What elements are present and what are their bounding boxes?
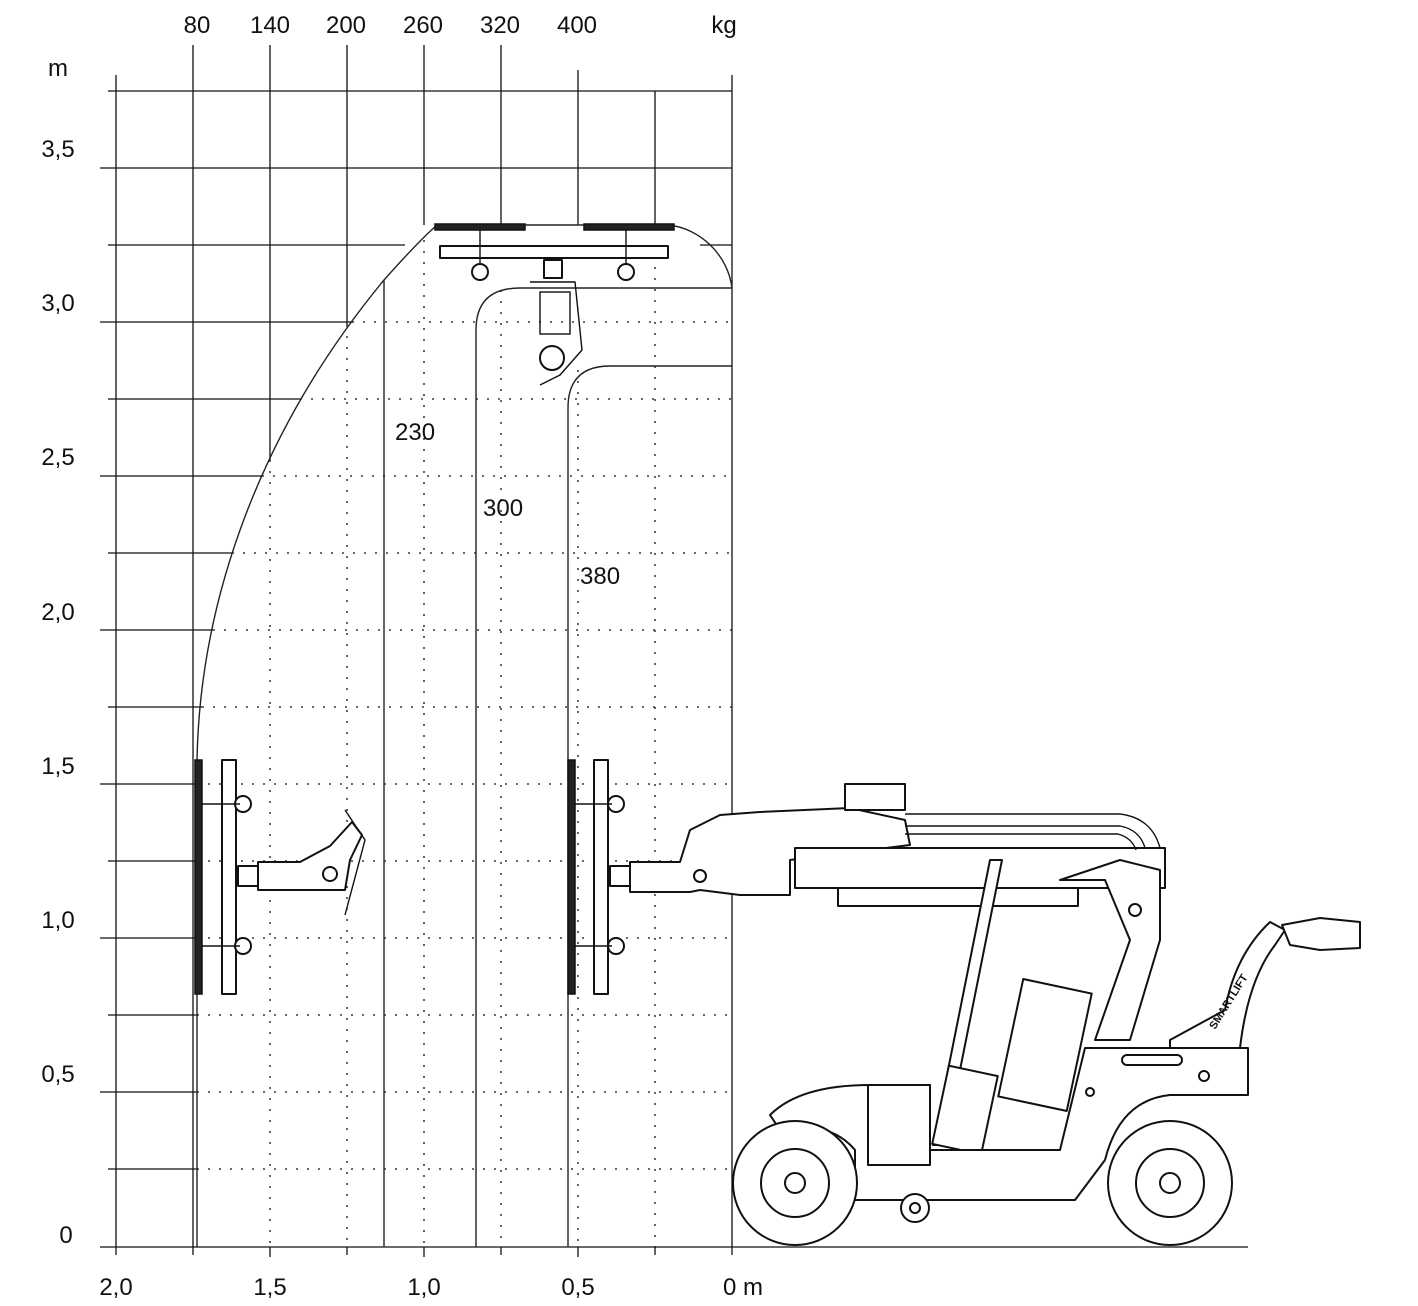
steering-arm — [1169, 921, 1286, 1049]
distance-tick-1-5: 1,5 — [253, 1274, 286, 1301]
arm-bracket — [539, 291, 571, 335]
height-tick-3-0: 3,0 — [41, 290, 74, 317]
suction-pad — [567, 759, 576, 995]
knob-icon — [617, 263, 635, 281]
battery-box — [867, 1084, 931, 1166]
suction-frame-left — [194, 759, 366, 995]
distance-tick-0: 0 m — [723, 1274, 763, 1301]
frame-bar — [439, 245, 669, 259]
load-labels: 80 140 200 260 320 400 kg — [184, 12, 737, 39]
frame-bar — [593, 759, 609, 995]
pivot-icon — [1128, 903, 1142, 917]
bolt-icon — [1198, 1070, 1210, 1082]
load-label-80: 80 — [184, 12, 211, 39]
capacity-zones: 230 300 380 — [196, 224, 733, 1247]
distance-axis: 2,0 1,5 1,0 0,5 0 m — [99, 1274, 763, 1301]
distance-tick-1-0: 1,0 — [407, 1274, 440, 1301]
load-label-140: 140 — [250, 12, 290, 39]
bolt-icon — [1085, 1087, 1095, 1097]
zone-boundary-300 — [475, 287, 732, 1247]
caster-hub — [909, 1202, 921, 1214]
grid-solid — [100, 45, 1248, 1257]
chassis-slot — [1121, 1054, 1183, 1066]
suction-pad — [583, 223, 675, 231]
machine: SMARTLIFT — [567, 759, 1361, 1246]
unit-kg: kg — [711, 12, 736, 39]
distance-tick-2-0: 2,0 — [99, 1274, 132, 1301]
knob-icon — [471, 263, 489, 281]
arm-head — [530, 281, 583, 386]
handle — [1281, 917, 1361, 951]
arm-edge — [344, 809, 366, 916]
suction-pad — [194, 759, 203, 995]
height-tick-1-5: 1,5 — [41, 753, 74, 780]
zone-boundary-380 — [567, 365, 732, 1247]
load-label-400: 400 — [557, 12, 597, 39]
envelope-outer — [196, 224, 733, 1247]
pivot-icon — [539, 345, 565, 371]
pivot-icon — [693, 869, 707, 883]
suction-frame-top — [434, 223, 675, 386]
cable-chain — [905, 825, 1146, 849]
load-label-320: 320 — [480, 12, 520, 39]
height-tick-2-5: 2,5 — [41, 444, 74, 471]
unit-m: m — [48, 55, 68, 82]
cylinder-housing — [931, 1064, 999, 1156]
boom-cylinder — [837, 887, 1079, 907]
wheel-hub — [1159, 1172, 1181, 1194]
wheel-hub — [784, 1172, 806, 1194]
cable-chain — [905, 813, 1161, 849]
height-tick-0-5: 0,5 — [41, 1061, 74, 1088]
load-label-260: 260 — [403, 12, 443, 39]
frame-joint — [609, 865, 631, 887]
frame-joint — [237, 865, 259, 887]
height-tick-1-0: 1,0 — [41, 907, 74, 934]
zone-label-300: 300 — [483, 495, 523, 522]
pivot-icon — [322, 866, 338, 882]
grid-dotted — [197, 240, 732, 1247]
distance-tick-0-5: 0,5 — [561, 1274, 594, 1301]
cable-chain — [905, 833, 1137, 851]
load-label-200: 200 — [326, 12, 366, 39]
control-box — [997, 978, 1093, 1112]
motor-box — [844, 783, 906, 811]
arm-head — [257, 821, 363, 891]
height-tick-0: 0 — [59, 1222, 72, 1249]
height-tick-2-0: 2,0 — [41, 599, 74, 626]
zone-label-230: 230 — [395, 419, 435, 446]
height-axis: m 3,5 3,0 2,5 2,0 1,5 1,0 0,5 0 — [41, 55, 74, 1249]
suction-pad — [434, 223, 526, 231]
frame-bar — [221, 759, 237, 995]
height-tick-3-5: 3,5 — [41, 136, 74, 163]
frame-joint — [543, 259, 563, 279]
zone-label-380: 380 — [580, 563, 620, 590]
